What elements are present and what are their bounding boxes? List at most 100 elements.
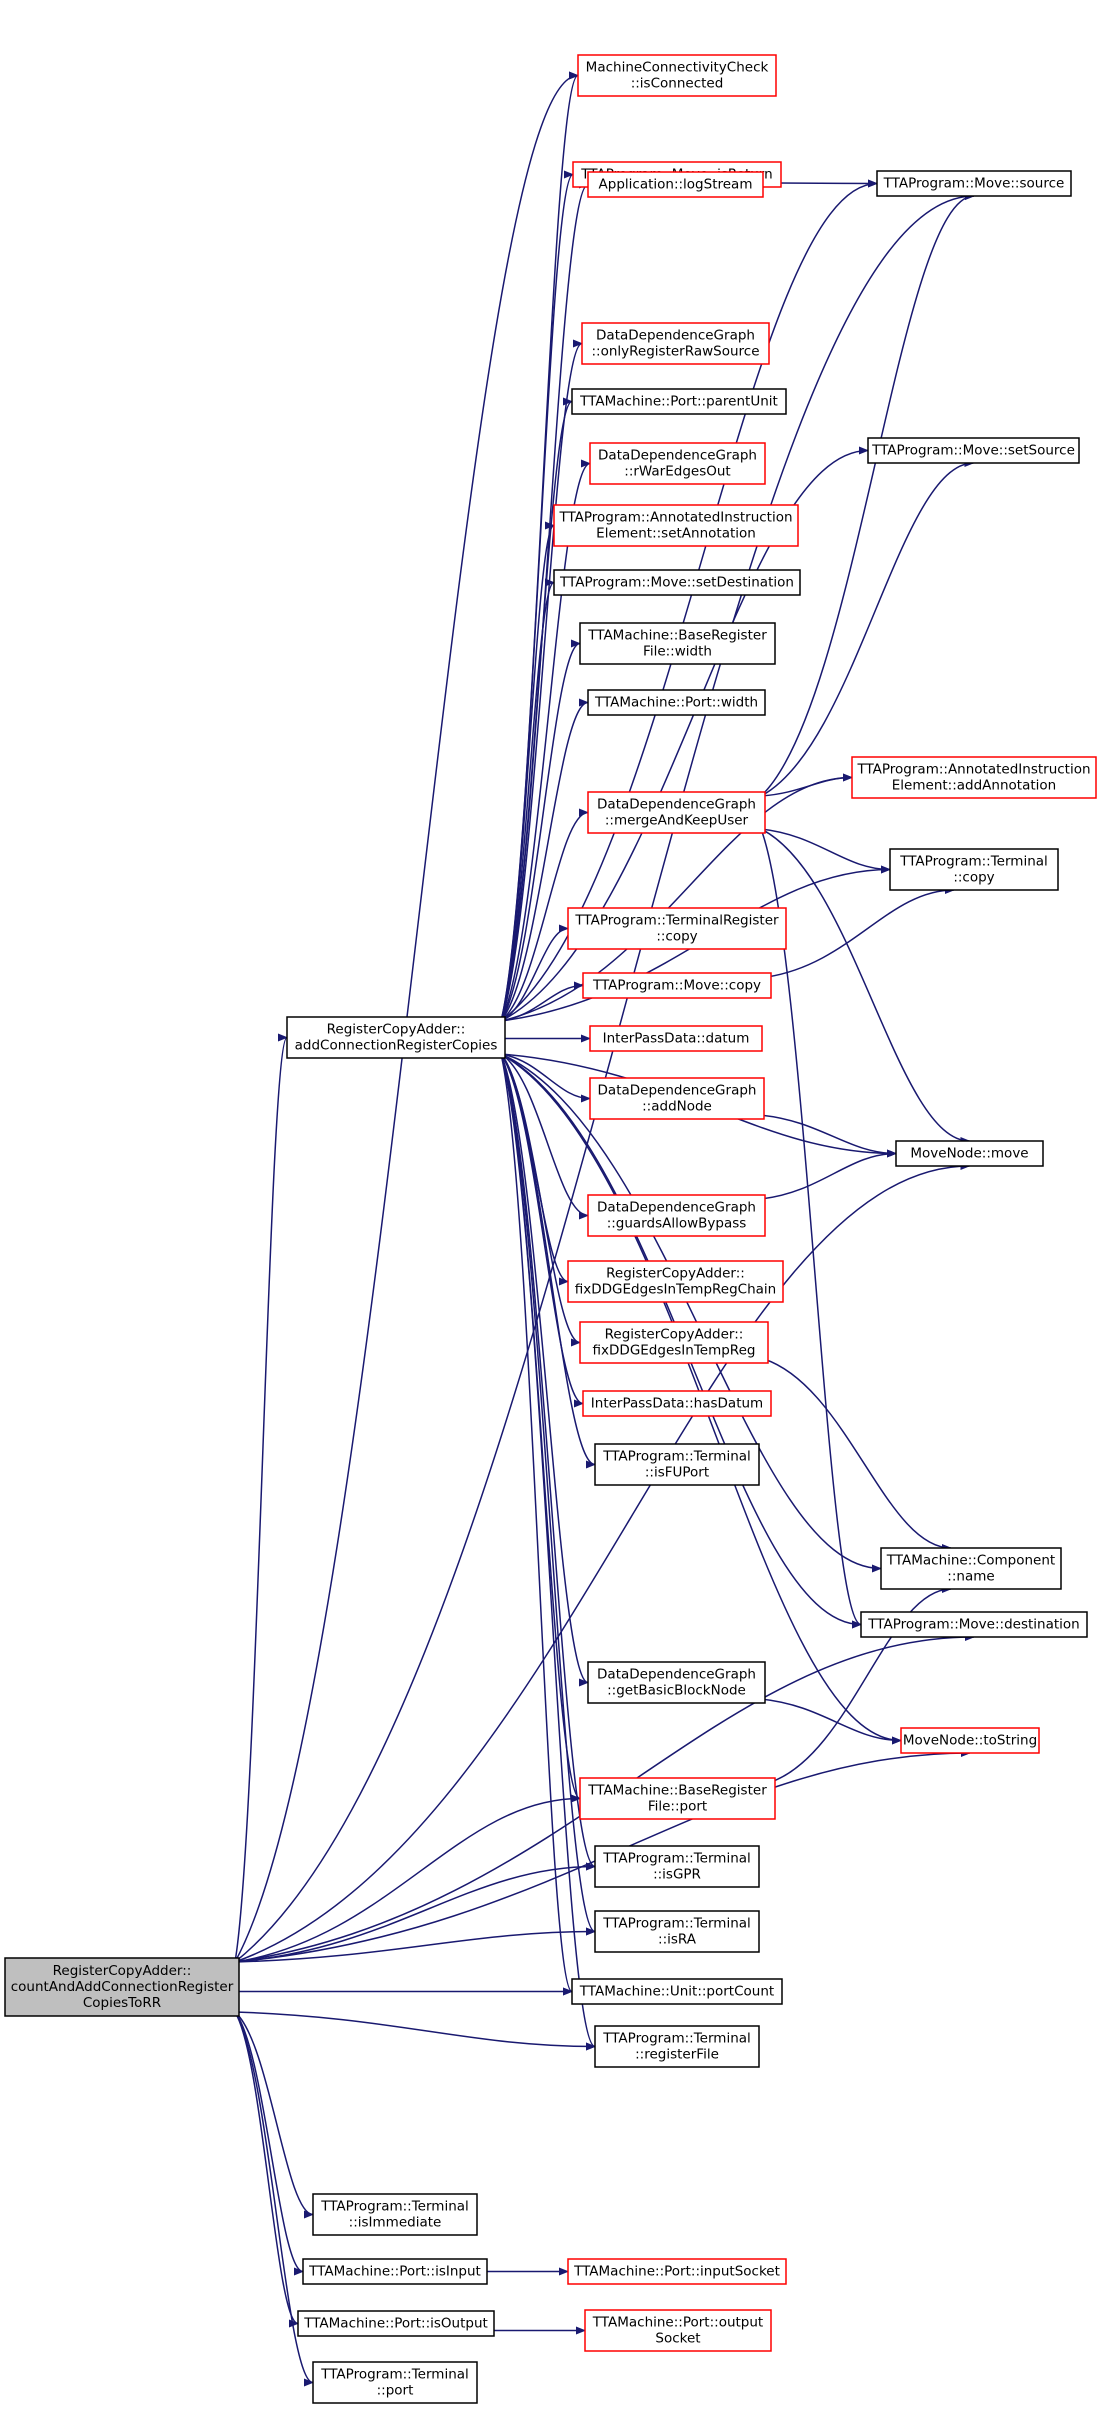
node-label-line: ::guardsAllowBypass (607, 1216, 747, 1232)
node-setSource[interactable]: TTAProgram::Move::setSource (867, 437, 1080, 464)
node-rWarEdgesOut[interactable]: DataDependenceGraph::rWarEdgesOut (589, 442, 766, 485)
node-label-line: TTAMachine::Port::isInput (308, 2264, 481, 2280)
edge-path (234, 2011, 314, 2219)
node-label-line: Element::setAnnotation (596, 526, 756, 542)
node-label-line: TTAProgram::Move::setDestination (559, 575, 794, 591)
node-isGPR[interactable]: TTAProgram::Terminal::isGPR (594, 1845, 760, 1888)
edge-path (234, 2011, 596, 2051)
node-label-line: TTAProgram::Terminal (602, 1449, 751, 1465)
node-label-line: RegisterCopyAdder:: (605, 1327, 744, 1343)
edge-path (500, 1053, 589, 1687)
node-box (581, 322, 770, 365)
node-box (582, 1390, 772, 1417)
edge-addConn-to-parentUnit (500, 397, 573, 1022)
edge-mergeAndKeep-to-addAnnotation (760, 773, 853, 797)
node-hasDatum[interactable]: InterPassData::hasDatum (582, 1390, 772, 1417)
edge-root-to-termPort (234, 2011, 314, 2387)
node-box (587, 1194, 766, 1237)
node-label-line: DataDependenceGraph (597, 1200, 756, 1216)
node-destination[interactable]: TTAProgram::Move::destination (860, 1611, 1088, 1638)
edge-addConn-to-guardsBypass (500, 1053, 589, 1220)
node-box (589, 1025, 763, 1052)
node-box (876, 170, 1072, 197)
node-isInput[interactable]: TTAMachine::Port::isInput (302, 2258, 488, 2285)
node-onlyRegRaw[interactable]: DataDependenceGraph::onlyRegisterRawSour… (581, 322, 770, 365)
node-label-line: TTAProgram::Terminal (602, 1916, 751, 1932)
node-inputSocket[interactable]: TTAMachine::Port::inputSocket (567, 2258, 787, 2285)
node-box (567, 2258, 787, 2285)
node-addAnnotation[interactable]: TTAProgram::AnnotatedInstructionElement:… (851, 756, 1097, 799)
edge-path (766, 886, 955, 978)
edge-addConn-to-destination (500, 1053, 862, 1629)
node-box (4, 1957, 240, 2017)
node-addConn[interactable]: RegisterCopyAdder::addConnectionRegister… (286, 1016, 506, 1059)
node-logStream[interactable]: Application::logStream (587, 171, 764, 198)
node-label-line: addConnectionRegisterCopies (295, 1038, 498, 1054)
node-box (587, 171, 764, 198)
node-portWidth[interactable]: TTAMachine::Port::width (587, 689, 766, 716)
edge-addConn-to-source (500, 179, 878, 1022)
node-isFUPort[interactable]: TTAProgram::Terminal::isFUPort (594, 1443, 760, 1486)
edge-path (500, 773, 853, 1022)
edge-path (500, 1053, 589, 1220)
node-box (579, 1321, 769, 1364)
node-getBBNode[interactable]: DataDependenceGraph::getBasicBlockNode (587, 1661, 766, 1704)
node-termRegCopy[interactable]: TTAProgram::TerminalRegister::copy (567, 907, 787, 950)
node-label-line: ::port (377, 2383, 414, 2399)
node-label-line: ::rWarEdgesOut (624, 464, 730, 480)
node-label-line: Socket (655, 2331, 700, 2347)
node-datum[interactable]: InterPassData::datum (589, 1025, 763, 1052)
edge-root-to-isGPR (234, 1862, 596, 1963)
edge-path (234, 2011, 304, 2276)
edge-path (500, 397, 573, 1022)
node-addNode[interactable]: DataDependenceGraph::addNode (589, 1077, 765, 1120)
edge-addConn-to-onlyRegRaw (500, 339, 583, 1022)
node-moveCopy[interactable]: TTAProgram::Move::copy (582, 972, 772, 999)
node-mnMove[interactable]: MoveNode::move (895, 1140, 1044, 1167)
node-label-line: MoveNode::toString (903, 1733, 1037, 1749)
node-label-line: TTAProgram::Terminal (602, 2031, 751, 2047)
node-label-line: ::addNode (642, 1099, 712, 1115)
node-isRA[interactable]: TTAProgram::Terminal::isRA (594, 1910, 760, 1953)
node-label-line: TTAMachine::BaseRegister (587, 628, 767, 644)
edge-isReturn-to-source (776, 179, 878, 188)
node-box (587, 791, 766, 834)
node-isOutput[interactable]: TTAMachine::Port::isOutput (297, 2310, 495, 2337)
node-label-line: InterPassData::datum (603, 1031, 750, 1047)
node-termPort[interactable]: TTAProgram::Terminal::port (312, 2361, 478, 2404)
node-box (582, 972, 772, 999)
node-label-line: TTAMachine::BaseRegister (587, 1783, 767, 1799)
edge-addConn-to-addNode (500, 1053, 591, 1103)
node-fixTemp[interactable]: RegisterCopyAdder::fixDDGEdgesInTempReg (579, 1321, 769, 1364)
node-root[interactable]: RegisterCopyAdder::countAndAddConnection… (4, 1957, 240, 2017)
node-label-line: TTAMachine::Port::parentUnit (579, 394, 778, 410)
edge-root-to-brfPort (234, 1794, 581, 1963)
node-registerFile[interactable]: TTAProgram::Terminal::registerFile (594, 2025, 760, 2068)
node-fixChain[interactable]: RegisterCopyAdder::fixDDGEdgesInTempRegC… (567, 1260, 784, 1303)
node-setDestination[interactable]: TTAProgram::Move::setDestination (553, 569, 801, 596)
node-label-line: ::name (947, 1569, 994, 1585)
node-guardsBypass[interactable]: DataDependenceGraph::guardsAllowBypass (587, 1194, 766, 1237)
node-isConnected[interactable]: MachineConnectivityCheck::isConnected (577, 54, 777, 97)
node-label-line: DataDependenceGraph (598, 448, 757, 464)
edge-addConn-to-setAnnotation (500, 521, 555, 1022)
edge-root-to-isRA (234, 1927, 596, 1963)
node-mergeAndKeep[interactable]: DataDependenceGraph::mergeAndKeepUser (587, 791, 766, 834)
node-parentUnit[interactable]: TTAMachine::Port::parentUnit (571, 388, 787, 415)
edge-path (500, 339, 583, 1022)
node-setAnnotation[interactable]: TTAProgram::AnnotatedInstructionElement:… (553, 504, 799, 547)
node-portCount[interactable]: TTAMachine::Unit::portCount (571, 1978, 783, 2005)
node-label-line: TTAProgram::Terminal (320, 2367, 469, 2383)
edge-addConn-to-toString (500, 1053, 902, 1745)
node-terminalCopy[interactable]: TTAProgram::Terminal::copy (889, 848, 1059, 891)
edge-addConn-to-mergeAndKeep (500, 808, 589, 1022)
node-compName[interactable]: TTAMachine::Component::name (880, 1547, 1062, 1590)
edge-path (500, 459, 591, 1022)
node-source[interactable]: TTAProgram::Move::source (876, 170, 1072, 197)
node-label-line: TTAProgram::Move::setSource (871, 443, 1075, 459)
node-toString[interactable]: MoveNode::toString (900, 1727, 1040, 1754)
node-isImmediate[interactable]: TTAProgram::Terminal::isImmediate (312, 2193, 478, 2236)
